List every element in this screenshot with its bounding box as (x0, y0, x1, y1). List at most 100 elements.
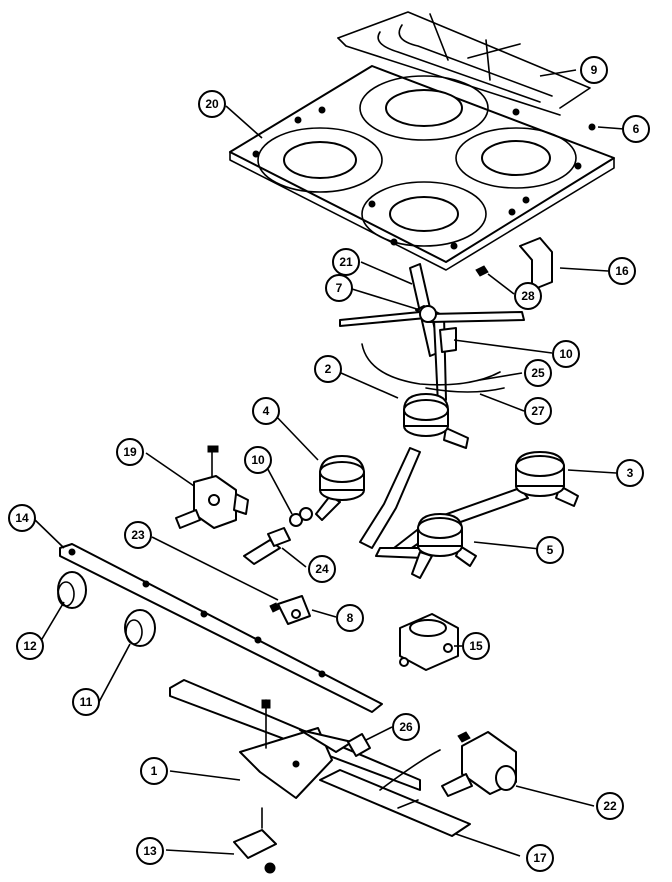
callout-circle (116, 438, 144, 466)
callout-number: 7 (336, 281, 343, 295)
callout-5: 5 (536, 536, 564, 564)
callout-28: 28 (514, 282, 542, 310)
callout-number: 16 (615, 264, 629, 278)
callout-circle (536, 536, 564, 564)
leader-lines (32, 69, 625, 857)
callout-15: 15 (462, 632, 490, 660)
callout-circle (580, 56, 608, 84)
bracket-part-1 (239, 699, 353, 799)
manifold-bar-part-14 (59, 543, 383, 713)
callout-number: 14 (15, 511, 29, 525)
callout-20: 20 (198, 90, 226, 118)
callout-21: 21 (332, 248, 360, 276)
callout-number: 28 (521, 289, 535, 303)
callout-circle (514, 282, 542, 310)
callout-8: 8 (336, 604, 364, 632)
callout-number: 20 (205, 97, 219, 111)
callout-circle (552, 340, 580, 368)
callout-17: 17 (526, 844, 554, 872)
callout-number: 15 (469, 639, 483, 653)
callout-number: 17 (533, 851, 547, 865)
burner-part-2 (359, 393, 469, 549)
callout-circle (462, 632, 490, 660)
bracket-part-13 (233, 807, 277, 874)
callout-circle (526, 844, 554, 872)
callout-14: 14 (8, 504, 36, 532)
callout-25: 25 (524, 359, 552, 387)
callout-12: 12 (16, 632, 44, 660)
callout-3: 3 (616, 459, 644, 487)
callout-circle (608, 257, 636, 285)
burner-spider-assembly (339, 263, 525, 405)
burner-part-4 (315, 455, 365, 521)
callout-number: 10 (251, 453, 265, 467)
callout-layer: 1234567891010111213141516171920212223242… (8, 56, 650, 872)
orifice-part-10 (289, 507, 313, 527)
fitting-part-26 (347, 733, 371, 757)
callout-19: 19 (116, 438, 144, 466)
callout-24: 24 (308, 555, 336, 583)
callout-16: 16 (608, 257, 636, 285)
cooktop (229, 65, 615, 271)
callout-number: 19 (123, 445, 137, 459)
callout-number: 4 (263, 404, 270, 418)
knob-part-11 (124, 609, 156, 647)
callout-11: 11 (72, 688, 100, 716)
callout-number: 22 (603, 799, 617, 813)
valve-part-22 (441, 731, 517, 797)
callout-10: 10 (244, 446, 272, 474)
callout-circle (325, 274, 353, 302)
callout-2: 2 (314, 355, 342, 383)
callout-4: 4 (252, 397, 280, 425)
callout-1: 1 (140, 757, 168, 785)
callout-number: 24 (315, 562, 329, 576)
callout-number: 26 (399, 720, 413, 734)
callout-7: 7 (325, 274, 353, 302)
valve-part-19 (175, 445, 249, 529)
callout-9: 9 (580, 56, 608, 84)
callout-10: 10 (552, 340, 580, 368)
spark-switch-part-8 (269, 595, 311, 625)
gas-tube (379, 749, 441, 791)
callout-number: 25 (531, 366, 545, 380)
callout-circle (8, 504, 36, 532)
screw-part-6 (588, 123, 596, 131)
callout-circle (616, 459, 644, 487)
callout-circle (314, 355, 342, 383)
callout-circle (252, 397, 280, 425)
callout-number: 1 (151, 764, 158, 778)
callout-27: 27 (524, 397, 552, 425)
bracket-part-16 (519, 237, 553, 291)
callout-number: 6 (633, 122, 640, 136)
callout-circle (524, 397, 552, 425)
callout-number: 12 (23, 639, 37, 653)
callout-circle (140, 757, 168, 785)
callout-22: 22 (596, 792, 624, 820)
burner-part-5 (375, 513, 477, 579)
callout-number: 11 (80, 695, 93, 709)
callout-circle (244, 446, 272, 474)
callout-26: 26 (392, 713, 420, 741)
callout-circle (392, 713, 420, 741)
callout-circle (308, 555, 336, 583)
callout-circle (524, 359, 552, 387)
callout-number: 27 (531, 404, 545, 418)
callout-number: 8 (347, 611, 354, 625)
callout-23: 23 (124, 521, 152, 549)
callout-number: 9 (591, 63, 598, 77)
knob-part-12 (57, 571, 87, 609)
callout-13: 13 (136, 837, 164, 865)
callout-circle (72, 688, 100, 716)
callout-circle (124, 521, 152, 549)
callout-number: 3 (627, 466, 634, 480)
callout-circle (622, 115, 650, 143)
callout-circle (198, 90, 226, 118)
callout-circle (336, 604, 364, 632)
callout-6: 6 (622, 115, 650, 143)
fitting-part-24 (243, 527, 291, 565)
burner-grate (337, 11, 591, 116)
callout-number: 5 (547, 543, 554, 557)
callout-circle (332, 248, 360, 276)
callout-circle (16, 632, 44, 660)
